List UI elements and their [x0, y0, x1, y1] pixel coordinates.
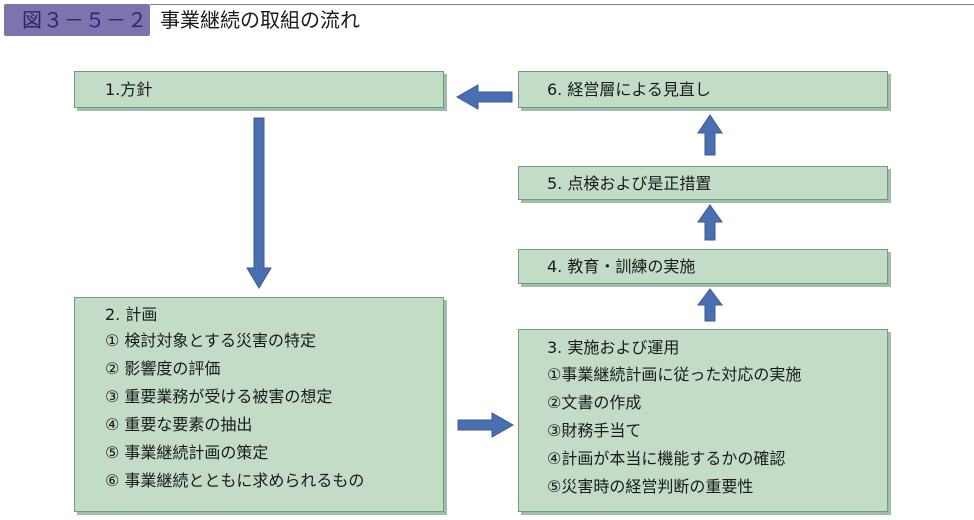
list-item: ②文書の作成 [547, 393, 642, 412]
figure-number: 図３－５－２ [4, 4, 150, 36]
arrow-step2-to-step3 [457, 412, 515, 438]
arrow-step1-to-step2 [246, 117, 272, 289]
list-item: ⑥ 事業継続とともに求められるもの [105, 471, 365, 490]
step-3-label: 3. 実施および運用 [547, 338, 680, 357]
list-item: ③ 重要業務が受ける被害の想定 [105, 387, 333, 406]
step-1-box: 1.方針 [74, 71, 444, 108]
step-2-list: ① 検討対象とする災害の特定 ② 影響度の評価 ③ 重要業務が受ける被害の想定 … [105, 327, 364, 495]
figure-title: 事業継続の取組の流れ [160, 8, 360, 32]
arrow-step3-to-step4 [697, 288, 723, 322]
step-3-list: ①事業継続計画に従った対応の実施 ②文書の作成 ③財務手当て ④計画が本当に機能… [547, 361, 801, 501]
list-item: ⑤ 事業継続計画の策定 [105, 443, 269, 462]
list-item: ⑤災害時の経営判断の重要性 [547, 477, 754, 496]
list-item: ② 影響度の評価 [105, 359, 221, 378]
list-item: ④ 重要な要素の抽出 [105, 415, 253, 434]
header-rule [150, 4, 974, 5]
step-1-label: 1.方針 [105, 80, 153, 99]
step-6-box: 6. 経営層による見直し [518, 71, 888, 108]
arrow-step4-to-step5 [697, 204, 723, 241]
list-item: ③財務手当て [547, 421, 642, 440]
step-5-label: 5. 点検および是正措置 [547, 174, 712, 193]
arrow-step5-to-step6 [697, 114, 723, 156]
step-3-box: 3. 実施および運用 ①事業継続計画に従った対応の実施 ②文書の作成 ③財務手当… [518, 329, 888, 512]
step-4-label: 4. 教育・訓練の実施 [547, 257, 696, 276]
list-item: ① 検討対象とする災害の特定 [105, 331, 316, 350]
list-item: ①事業継続計画に従った対応の実施 [547, 365, 802, 384]
list-item: ④計画が本当に機能するかの確認 [547, 449, 786, 468]
step-6-label: 6. 経営層による見直し [547, 80, 711, 99]
step-4-box: 4. 教育・訓練の実施 [518, 249, 888, 284]
step-2-box: 2. 計画 ① 検討対象とする災害の特定 ② 影響度の評価 ③ 重要業務が受ける… [74, 297, 444, 512]
step-2-label: 2. 計画 [105, 305, 158, 324]
arrow-step6-to-step1 [455, 84, 513, 110]
step-5-box: 5. 点検および是正措置 [518, 166, 888, 200]
